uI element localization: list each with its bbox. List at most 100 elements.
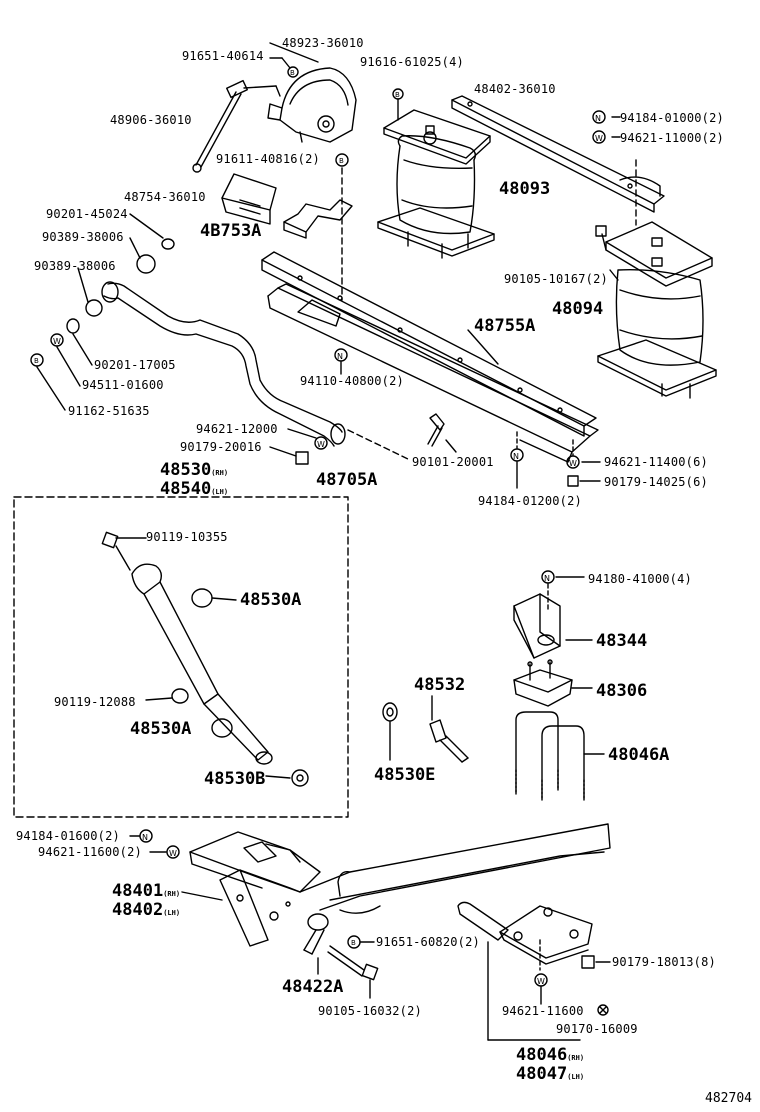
part-callout: 48754-36010 <box>124 190 206 204</box>
part-callout: 94621-11000(2) <box>620 131 724 145</box>
side-part-number: 48047(LH) <box>516 1064 585 1084</box>
part-callout: 90389-38006 <box>34 259 116 273</box>
part-callout: 94184-01200(2) <box>478 494 582 508</box>
nut-94180: N <box>541 570 585 611</box>
part-callout: 94180-41000(4) <box>588 572 692 586</box>
frame-rail-48755A <box>261 251 599 463</box>
svg-text:N: N <box>513 452 519 461</box>
shackle-48422A <box>303 913 329 975</box>
nut-washer-94184-94621: N W <box>592 110 621 144</box>
part-callout: 48306 <box>596 681 648 701</box>
part-callout: 90179-20016 <box>180 440 262 454</box>
part-callout: 94621-11600(2) <box>38 845 142 859</box>
part-callout: 90179-18013(8) <box>612 955 716 969</box>
air-spring-48093: B <box>377 88 495 259</box>
nut-washer-lower-right: W <box>534 939 611 1016</box>
pad-48306 <box>513 659 593 707</box>
part-callout: 90101-20001 <box>412 455 494 469</box>
part-callout: 91616-61025(4) <box>360 55 464 69</box>
bracket-48402 <box>451 95 665 213</box>
part-callout: 94621-11600 <box>502 1004 584 1018</box>
part-callout: 90389-38006 <box>42 230 124 244</box>
side-part-number: 48401(RH) <box>112 881 181 901</box>
leader <box>609 269 619 281</box>
leader <box>269 42 319 63</box>
part-callout: 91162-51635 <box>68 404 150 418</box>
shock-absorber-group-box <box>13 496 349 818</box>
svg-text:N: N <box>595 114 601 123</box>
svg-text:W: W <box>569 459 577 468</box>
part-callout: 48094 <box>552 299 604 319</box>
bolt-90105-16032 <box>327 945 379 999</box>
part-callout: 94621-11400(6) <box>604 455 708 469</box>
svg-text:B: B <box>339 157 344 165</box>
clamp-48754 <box>221 173 277 225</box>
u-bolt-48046A <box>515 711 605 801</box>
part-callout: 48530B <box>204 769 266 789</box>
small-fasteners-left: W B <box>30 318 93 411</box>
svg-text:W: W <box>317 440 325 449</box>
svg-text:W: W <box>53 337 61 346</box>
svg-text:N: N <box>544 574 550 583</box>
height-sensor <box>267 67 357 143</box>
part-callout: 48705A <box>316 470 378 490</box>
bracket-48753A: B <box>283 153 353 239</box>
side-part-callout: 48530(RH)48540(LH) <box>160 462 228 500</box>
spring-seat-48046 <box>457 901 593 1041</box>
nut-94184-01200: N <box>510 431 524 489</box>
part-callout: 90201-17005 <box>94 358 176 372</box>
part-callout: 48532 <box>414 675 466 695</box>
leader <box>129 213 164 239</box>
spacer-48530E <box>382 702 398 761</box>
part-callout: 48344 <box>596 631 648 651</box>
part-callout: 48093 <box>499 179 551 199</box>
svg-text:N: N <box>337 352 343 361</box>
svg-text:B: B <box>34 357 39 365</box>
height-sensor-link <box>192 79 281 173</box>
nut-94110: N <box>334 348 348 375</box>
part-callout: 48530A <box>130 719 192 739</box>
part-callout: 90105-16032(2) <box>318 1004 422 1018</box>
part-callout: 94110-40800(2) <box>300 374 404 388</box>
washer-collar-48705: W <box>269 428 411 465</box>
part-callout: 48530E <box>374 765 436 785</box>
spring-hanger-48401 <box>181 831 321 947</box>
part-callout: 90179-14025(6) <box>604 475 708 489</box>
part-callout: 90119-12088 <box>54 695 136 709</box>
part-callout: 94184-01000(2) <box>620 111 724 125</box>
part-callout: 48906-36010 <box>110 113 192 127</box>
svg-text:B: B <box>351 939 356 947</box>
part-callout: 48530A <box>240 590 302 610</box>
side-part-number: 48530(RH) <box>160 460 229 480</box>
part-callout: 48923-36010 <box>282 36 364 50</box>
part-callout: 91611-40816(2) <box>216 152 320 166</box>
part-callout: 91651-40614 <box>182 49 264 63</box>
svg-text:B: B <box>395 91 400 99</box>
svg-text:N: N <box>142 833 148 842</box>
leader <box>467 329 499 365</box>
part-callout: 48402-36010 <box>474 82 556 96</box>
svg-text:B: B <box>290 69 295 77</box>
part-callout: 48422A <box>282 977 344 997</box>
small-bolt-91651: B <box>269 57 299 78</box>
leader <box>77 267 89 303</box>
leaf-spring <box>299 823 611 914</box>
part-callout: 91651-60820(2) <box>376 935 480 949</box>
bumper-bracket-48344 <box>513 593 593 659</box>
stud-48532 <box>429 695 469 763</box>
side-part-number: 48402(LH) <box>112 900 181 920</box>
svg-text:W: W <box>169 849 177 858</box>
svg-text:W: W <box>595 134 603 143</box>
bolt-90101 <box>427 413 457 453</box>
fasteners-left-lower: N W <box>129 829 180 859</box>
part-callout: 90170-16009 <box>556 1022 638 1036</box>
bushings-90389 <box>85 238 175 317</box>
svg-text:W: W <box>537 977 545 986</box>
part-callout: 90119-10355 <box>146 530 228 544</box>
bolt-91651-60820: B <box>347 935 375 949</box>
part-callout: 94621-12000 <box>196 422 278 436</box>
stabilizer-bar-48705A <box>101 281 346 447</box>
shock-absorber-48530 <box>101 531 309 787</box>
side-part-callout: 48046(RH)48047(LH) <box>516 1047 584 1085</box>
